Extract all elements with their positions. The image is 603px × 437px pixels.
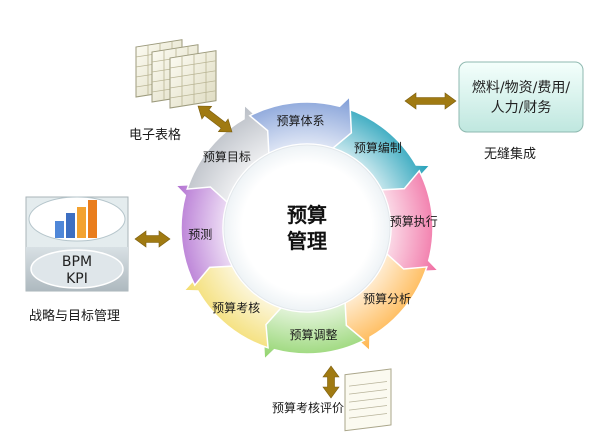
bpm-label: BPM xyxy=(62,254,92,270)
integration-box xyxy=(458,61,584,133)
center-circle xyxy=(223,144,391,312)
kpi-label: KPI xyxy=(66,271,88,287)
cycle-label-2: 预算执行 xyxy=(390,213,438,228)
spreadsheet-caption: 电子表格 xyxy=(129,127,181,143)
cycle-label-4: 预算调整 xyxy=(290,327,338,342)
evaluation-caption: 预算考核评价 xyxy=(272,400,344,415)
integration-box-line1: 燃料/物资/费用/ xyxy=(472,79,570,96)
evaluation-arrow-icon xyxy=(322,365,340,399)
spreadsheet-arrow-icon xyxy=(197,105,233,133)
kpi-oval xyxy=(30,249,124,289)
center-title-line1: 预算 xyxy=(287,203,327,227)
integration-arrow-icon xyxy=(404,92,457,110)
integration-box-line2: 人力/财务 xyxy=(491,100,552,116)
cycle-label-8: 预算体系 xyxy=(276,113,324,128)
spreadsheet-icon xyxy=(135,39,217,109)
integration-caption: 无缝集成 xyxy=(484,146,536,162)
bar-chart-icon xyxy=(55,200,97,238)
cycle-label-1: 预算编制 xyxy=(354,140,402,155)
cycle-label-6: 预测 xyxy=(188,228,212,242)
evaluation-doc-icon xyxy=(344,368,392,432)
strategy-arrow-icon xyxy=(134,230,171,248)
strategy-caption: 战略与目标管理 xyxy=(29,308,120,324)
cycle-label-5: 预算考核 xyxy=(212,300,260,315)
cycle-segment-8 xyxy=(248,95,353,155)
center-title-line2: 管理 xyxy=(287,229,327,253)
cycle-label-3: 预算分析 xyxy=(363,291,411,306)
cycle-ring xyxy=(174,95,440,361)
cycle-label-7: 预算目标 xyxy=(203,149,251,164)
